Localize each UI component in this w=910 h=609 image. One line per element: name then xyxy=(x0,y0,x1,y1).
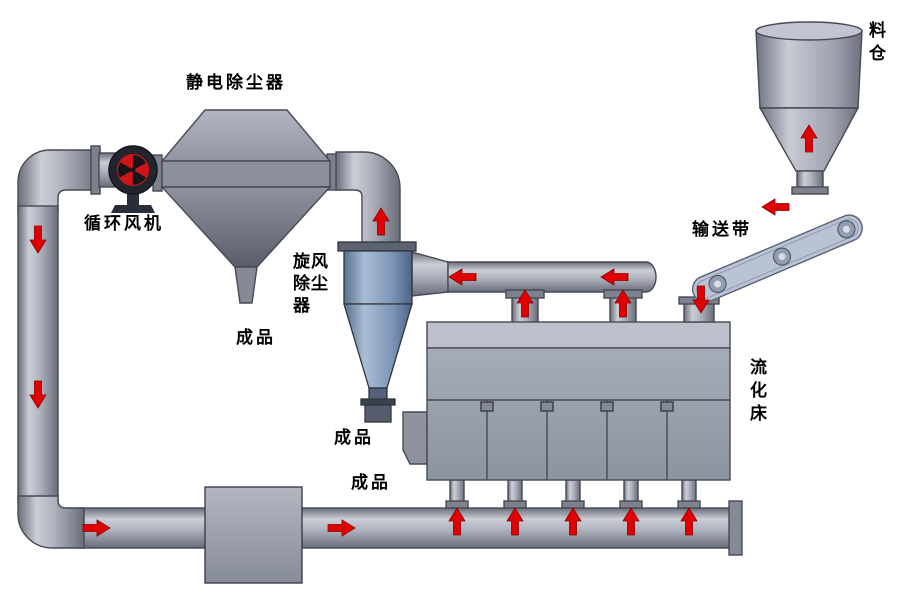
cyclone-riser-elbow xyxy=(335,151,401,245)
label-product-cyclone: 成品 xyxy=(334,428,374,447)
label-conveyor-belt: 输送带 xyxy=(692,220,752,239)
fan-mount xyxy=(127,193,139,205)
top-horizontal-pipe xyxy=(447,261,657,293)
pipe-end-flange xyxy=(728,500,743,556)
cyclone-valve-flange xyxy=(360,398,396,406)
fan-blades xyxy=(118,155,146,185)
top-left-elbow xyxy=(17,149,101,213)
cyclone-top-flange xyxy=(337,241,417,252)
label-electrostatic-precipitator: 静电除尘器 xyxy=(186,73,286,92)
precipitator-top xyxy=(160,109,332,162)
electrostatic-precipitator xyxy=(152,109,338,304)
label-circulation-fan: 循环风机 xyxy=(84,214,164,233)
label-silo: 料仓 xyxy=(869,21,886,63)
silo xyxy=(755,21,863,195)
silo-outlet-flange xyxy=(791,186,829,195)
flow-arrow xyxy=(761,198,790,216)
belt-rollers xyxy=(708,220,856,294)
left-return-pipe xyxy=(17,145,101,549)
circulation-fan xyxy=(98,145,158,213)
bed-air-legs xyxy=(445,479,701,509)
vertical-pipe xyxy=(17,205,59,503)
precipitator-outlet xyxy=(234,266,258,304)
bottom-left-elbow xyxy=(17,495,85,549)
conveyor-belt xyxy=(691,214,863,303)
bed-body xyxy=(426,347,731,481)
label-product-bed: 成品 xyxy=(351,473,391,492)
fluidized-bed xyxy=(402,296,731,509)
cyclone-cone xyxy=(343,303,413,389)
silo-cap xyxy=(755,21,863,41)
cyclone-body xyxy=(343,250,413,305)
precipitator-band xyxy=(161,160,331,188)
fan-base xyxy=(111,205,155,213)
label-cyclone-dust-collector: 旋风除尘器 xyxy=(293,252,329,316)
cyclone-discharge-valve xyxy=(364,404,392,423)
cyclone-dust-collector xyxy=(337,241,417,423)
bed-hood xyxy=(426,321,731,349)
cyclone-outlet xyxy=(368,387,388,401)
bottom-air-pipe xyxy=(79,500,743,556)
label-fluidized-bed: 流化床 xyxy=(750,358,767,423)
bed-panel-latches xyxy=(480,401,674,412)
cyclone-inlet-reducer xyxy=(411,251,449,297)
silo-body xyxy=(755,30,863,109)
label-product-precipitator: 成品 xyxy=(236,328,276,347)
bed-product-chute xyxy=(402,411,428,465)
heater-box xyxy=(204,486,303,584)
